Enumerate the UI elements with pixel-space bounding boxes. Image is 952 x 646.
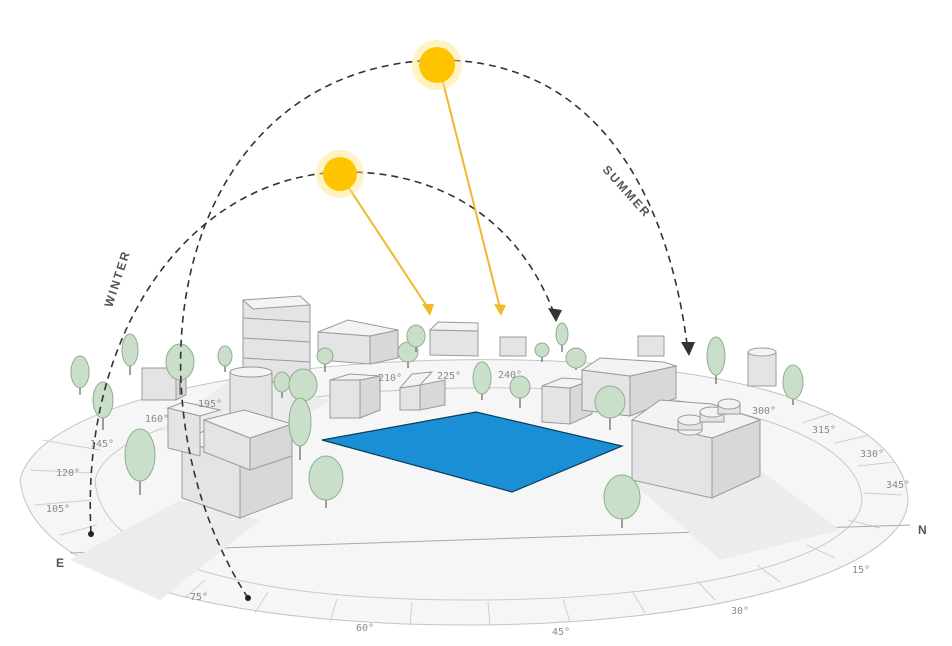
tree [594,385,626,430]
degree-75: 75° [190,592,208,603]
winter-label: WINTER [102,248,134,309]
ray-arrowheads [422,304,506,316]
trees [70,322,804,528]
tree [555,322,569,352]
building-left-slab [166,401,222,457]
degree-210: 210° [378,373,402,384]
degree-120: 120° [56,468,80,479]
tree [472,361,492,400]
degree-345: 345° [886,480,910,491]
winter-ray [344,181,429,309]
tree [397,341,419,368]
building-far-5 [747,347,777,387]
degree-145: 145° [90,439,114,450]
degree-45: 45° [552,627,570,638]
degree-60: 60° [356,623,374,634]
degree-105: 105° [46,504,70,515]
degree-225: 225° [437,371,461,382]
degree-15: 15° [852,565,870,576]
summer-arrow [681,342,695,356]
tree [217,345,233,372]
building-far-4 [637,335,665,357]
building-mid-2 [229,366,273,421]
tree [406,324,426,352]
degree-240: 240° [498,370,522,381]
degree-30: 30° [731,606,749,617]
building-mid-3 [329,373,381,419]
winter-path-start [88,531,94,537]
degree-300: 300° [752,406,776,417]
ring-ticks [29,412,903,627]
building-mid-4 [398,371,446,411]
tree [565,347,587,370]
tree [308,455,344,508]
tree [603,474,641,528]
building-near-left-upper [202,409,294,471]
east-label: E [56,556,64,570]
tree [165,343,195,395]
summer-label: SUMMER [600,163,654,221]
buildings [141,295,777,519]
north-label: N [918,523,927,537]
winter-path [89,171,556,534]
summer-path [179,59,689,599]
tree [782,364,804,405]
building-far-2 [428,321,479,357]
building-near-right [630,398,762,499]
degree-195: 195° [198,399,222,410]
solar-panel [321,411,624,493]
sun-rays [344,69,501,309]
winter-arrow [548,308,562,322]
degree-labels: 15° 30° 45° 60° 75° 105° 120° 145° 160° … [46,370,910,638]
summer-sun-icon [412,40,462,90]
degree-160: 160° [145,414,169,425]
tree [121,333,139,375]
tree [288,397,312,460]
sun-paths [89,59,689,599]
degree-330: 330° [860,449,884,460]
tree [70,355,90,395]
tree [92,381,114,430]
tree [316,347,334,372]
summer-ray [439,69,501,309]
summer-path-start [245,595,251,601]
building-far-3 [499,336,527,357]
tree [509,375,531,408]
degree-315: 315° [812,425,836,436]
tree [124,428,156,495]
winter-sun-icon [316,150,364,198]
tree [534,342,550,362]
path-arrows [548,308,695,356]
inner-ring [94,387,863,601]
tree [706,336,726,384]
